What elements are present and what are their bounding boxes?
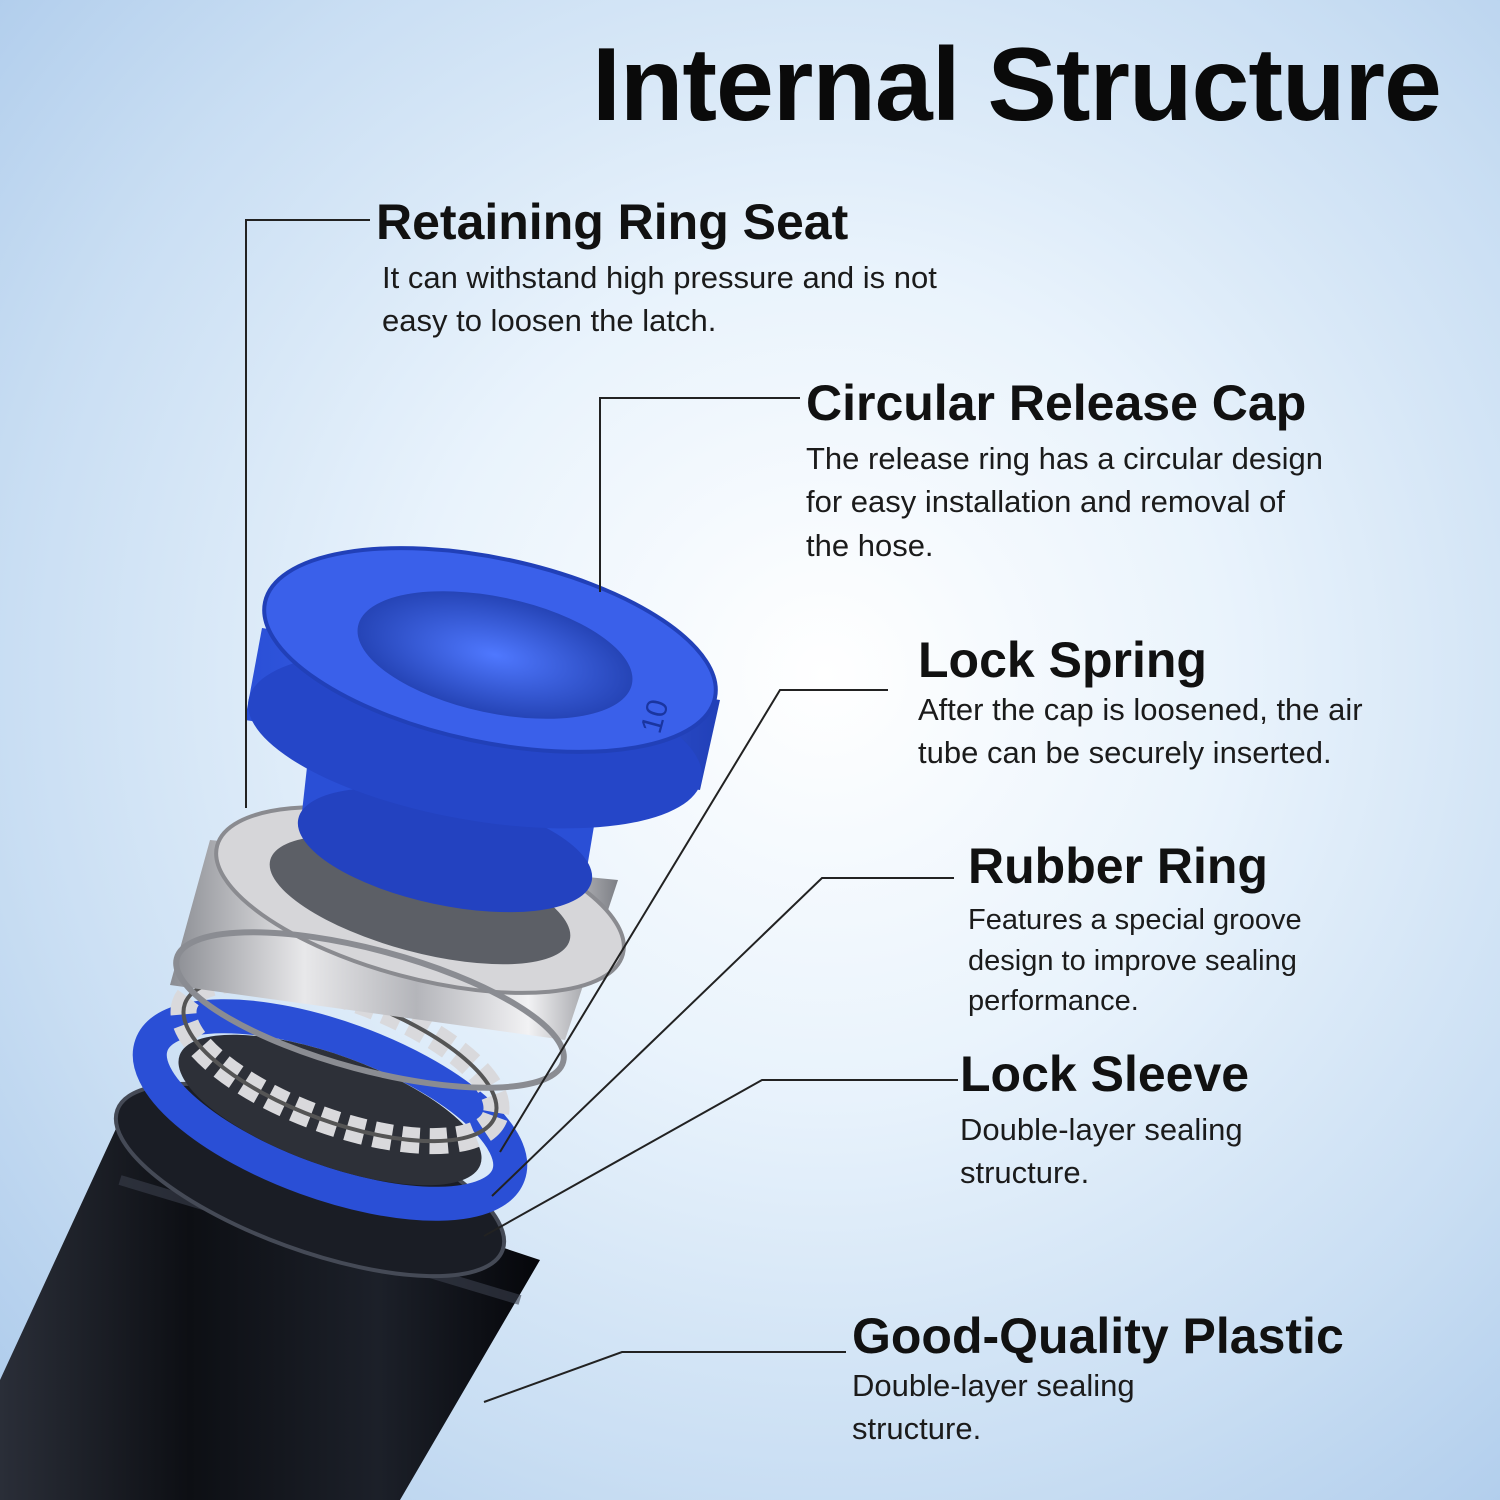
callout-description: Double-layer sealing structure. (960, 1112, 1243, 1191)
leader-spring (499, 689, 888, 1153)
leader-sleeve (483, 1079, 958, 1237)
callout-description: After the cap is loosened, the air tube … (918, 692, 1363, 771)
callout-title: Lock Sleeve (960, 1046, 1250, 1102)
leader-rubber (491, 877, 954, 1197)
leader-cap (599, 397, 800, 592)
callout-lock-sleeve: Lock Sleeve Double-layer sealing structu… (960, 1046, 1380, 1195)
callout-description: The release ring has a circular design f… (806, 441, 1323, 563)
callout-rubber-ring: Rubber Ring Features a special groove de… (968, 838, 1388, 1022)
callout-retaining-ring-seat: Retaining Ring Seat It can withstand hig… (376, 194, 962, 343)
callout-title: Retaining Ring Seat (376, 194, 849, 250)
callout-description: Features a special groove design to impr… (968, 904, 1302, 1018)
leader-retaining (245, 219, 370, 808)
page-title: Internal Structure (592, 27, 1442, 143)
callout-title: Rubber Ring (968, 838, 1268, 894)
leader-plastic (483, 1351, 846, 1403)
leader-lines (245, 219, 958, 1403)
callout-description: Double-layer sealing structure. (852, 1368, 1135, 1447)
callout-good-quality-plastic: Good-Quality Plastic Double-layer sealin… (852, 1308, 1344, 1451)
callout-title: Circular Release Cap (806, 375, 1307, 431)
callout-title: Lock Spring (918, 632, 1207, 688)
release-cap: 10 (245, 546, 720, 913)
callout-description: It can withstand high pressure and is no… (382, 260, 937, 339)
callout-lock-spring: Lock Spring After the cap is loosened, t… (918, 632, 1388, 775)
callout-circular-release-cap: Circular Release Cap The release ring ha… (806, 375, 1326, 567)
callout-title: Good-Quality Plastic (852, 1308, 1344, 1364)
